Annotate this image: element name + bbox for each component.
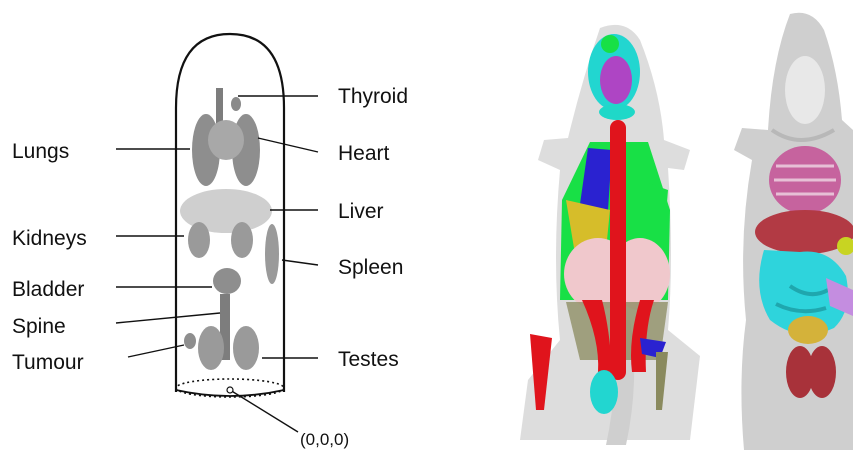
mouse-skeleton-silhouette xyxy=(734,13,853,450)
kidney-left xyxy=(188,222,210,258)
schematic-diagram: Lungs Kidneys Bladder Spine Tumour Thyro… xyxy=(0,0,450,450)
kidney-right xyxy=(231,222,253,258)
label-liver: Liver xyxy=(338,200,384,223)
label-testes: Testes xyxy=(338,348,399,371)
origin-label: (0,0,0) xyxy=(300,430,349,449)
label-bladder: Bladder xyxy=(12,278,84,301)
label-kidneys: Kidneys xyxy=(12,227,87,250)
label-spine: Spine xyxy=(12,315,66,338)
segmented-organs xyxy=(530,34,670,414)
label-heart: Heart xyxy=(338,142,390,165)
bladder-organ xyxy=(788,316,828,344)
label-lungs: Lungs xyxy=(12,140,69,163)
label-tumour: Tumour xyxy=(12,351,84,374)
intestines xyxy=(759,250,848,334)
spine-segment xyxy=(610,120,626,380)
label-thyroid: Thyroid xyxy=(338,85,408,108)
organ-shapes xyxy=(180,88,279,370)
bladder-shape xyxy=(213,268,241,294)
ribcage xyxy=(769,146,841,214)
anatomical-organs xyxy=(755,146,853,398)
head-segment xyxy=(588,34,640,110)
label-spleen: Spleen xyxy=(338,256,403,279)
testis-right xyxy=(233,326,259,370)
spleen-shape xyxy=(265,224,279,284)
heart-shape xyxy=(208,120,244,160)
mouse-body-silhouette xyxy=(520,25,700,445)
liver-organ xyxy=(755,210,853,254)
tumour-shape xyxy=(184,333,196,349)
origin-marker xyxy=(227,387,233,393)
testis-left xyxy=(198,326,224,370)
